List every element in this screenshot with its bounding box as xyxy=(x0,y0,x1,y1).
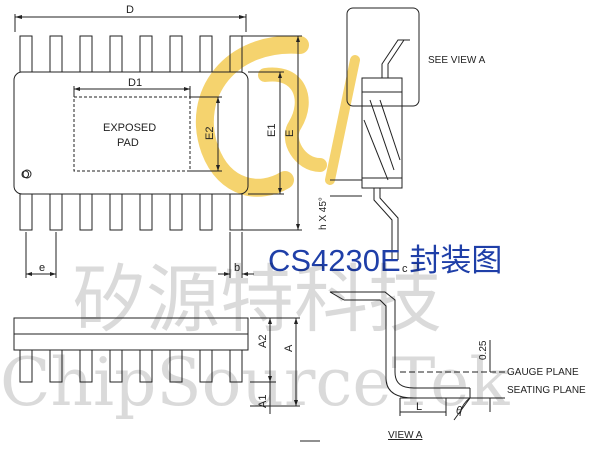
label-D: D xyxy=(126,4,134,16)
diagram-title: CS4230E 封装图 xyxy=(268,243,502,278)
label-D1: D1 xyxy=(128,77,142,89)
label-A2: A2 xyxy=(257,335,269,348)
label-exposed: EXPOSED xyxy=(103,122,156,134)
label-view-a: VIEW A xyxy=(388,430,423,441)
label-see-view: SEE VIEW A xyxy=(428,55,486,66)
side-leads xyxy=(19,349,243,383)
label-seating-plane: SEATING PLANE xyxy=(507,385,586,396)
label-L: L xyxy=(416,401,422,413)
watermark-en: ChipSourceTek xyxy=(0,344,510,421)
package-body xyxy=(13,71,249,195)
label-b: b xyxy=(234,262,240,274)
label-gauge-plane: GAUGE PLANE xyxy=(507,367,579,378)
exposed-pad xyxy=(73,96,191,172)
bottom-leads xyxy=(19,193,243,231)
end-view xyxy=(330,7,420,260)
label-gauge-value: 0.25 xyxy=(478,340,489,360)
label-theta: θ xyxy=(456,405,462,417)
top-view xyxy=(13,14,302,278)
label-E2: E2 xyxy=(204,127,216,140)
label-pad: PAD xyxy=(117,137,139,149)
label-A: A xyxy=(283,344,295,352)
label-c: c xyxy=(402,263,408,275)
label-E: E xyxy=(284,130,296,137)
label-A1: A1 xyxy=(257,395,269,408)
logo-swirl-icon xyxy=(195,35,360,197)
pin1-mark-icon xyxy=(22,169,32,179)
watermark-cn: 矽源特科技 xyxy=(72,257,442,343)
side-view xyxy=(13,317,300,414)
label-chamfer: h X 45° xyxy=(318,197,329,230)
label-E1: E1 xyxy=(266,124,278,137)
view-a-detail xyxy=(329,291,505,421)
label-e: e xyxy=(39,262,45,274)
top-leads xyxy=(19,35,243,73)
label-pin1: O xyxy=(21,169,30,181)
